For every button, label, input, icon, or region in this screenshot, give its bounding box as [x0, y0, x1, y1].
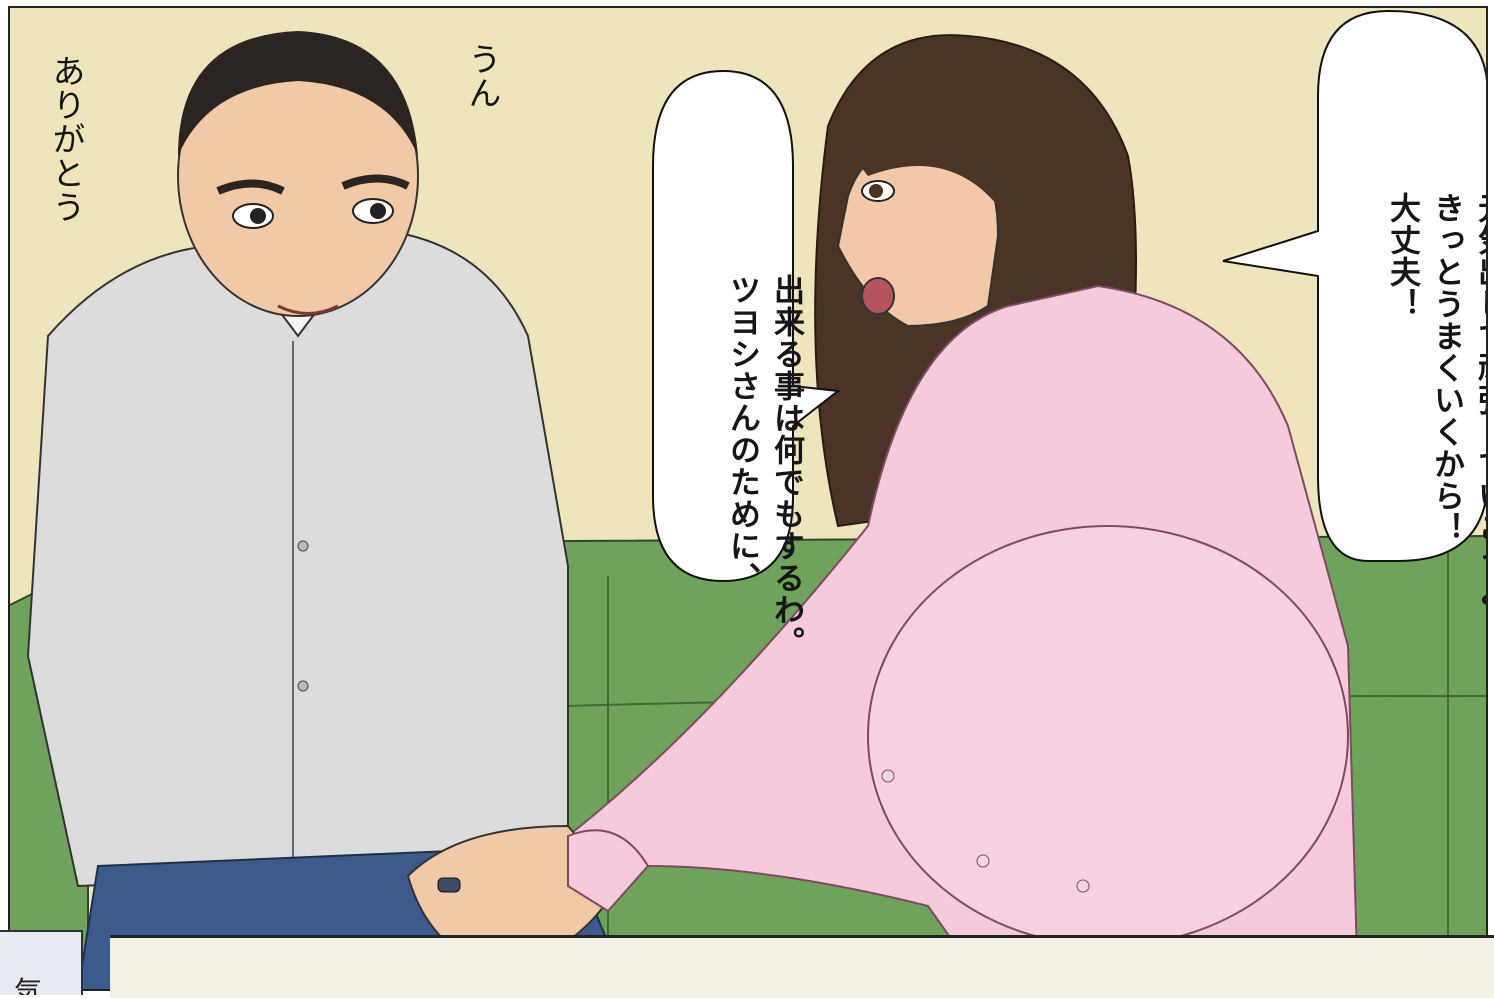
adjacent-panel-text: 気: [14, 975, 43, 995]
bubble-center-line-1: ツヨシさんのために、: [724, 274, 760, 594]
bubble-right-line-1: 大丈夫！: [1384, 192, 1420, 320]
adjacent-panel-fragment: 気: [0, 930, 83, 995]
bubble-right-line-2: きっとうまくいくから！: [1428, 192, 1464, 544]
next-panel-edge: [110, 935, 1494, 998]
comic-panel: 元気出して頑張っていこうよ。 きっとうまくいくから！ 大丈夫！ 出来る事は何でも…: [8, 6, 1488, 991]
scene-illustration: [8, 6, 1488, 991]
man-reply-thanks: ありがとう: [47, 54, 86, 224]
bubble-right-line-3: 元気出して頑張っていこうよ。: [1472, 192, 1488, 640]
bubble-center-line-2: 出来る事は何でもするわ。: [768, 274, 804, 658]
woman-speech-bubble-center: 出来る事は何でもするわ。 ツヨシさんのために、: [676, 126, 852, 658]
man-reply-un: うん: [463, 42, 502, 110]
woman-speech-bubble-right: 元気出して頑張っていこうよ。 きっとうまくいくから！ 大丈夫！: [1336, 44, 1488, 640]
